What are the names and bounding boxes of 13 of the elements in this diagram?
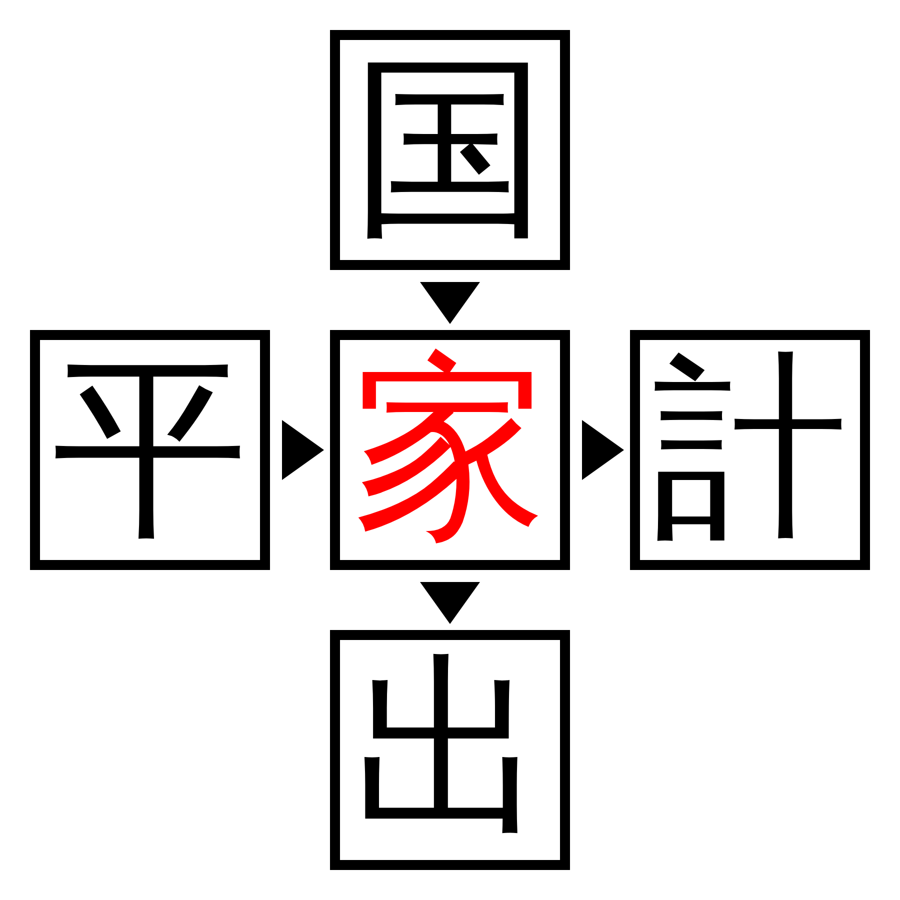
arrow xyxy=(420,282,480,324)
character-box xyxy=(330,330,570,570)
arrow xyxy=(420,582,480,624)
arrow xyxy=(582,420,624,480)
character-box xyxy=(30,330,270,570)
character-box xyxy=(630,330,870,570)
character-box xyxy=(330,30,570,270)
character-box xyxy=(330,630,570,870)
kanji-character: 出 xyxy=(352,652,548,848)
kanji-character: 国 xyxy=(352,52,548,248)
kanji-character: 計 xyxy=(652,352,848,548)
kanji-character: 平 xyxy=(52,352,248,548)
arrow xyxy=(282,420,324,480)
